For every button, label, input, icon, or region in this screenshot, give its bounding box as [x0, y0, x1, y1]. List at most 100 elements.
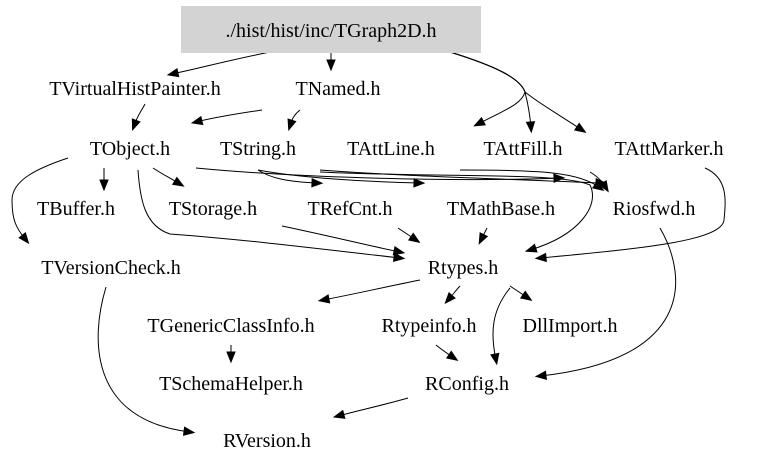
- node-tattfill[interactable]: TAttFill.h: [484, 138, 563, 160]
- edge-line: [319, 171, 593, 251]
- node-rtypes[interactable]: Rtypes.h: [428, 257, 499, 279]
- node-rtypeinfo[interactable]: Rtypeinfo.h: [382, 315, 477, 337]
- node-tversioncheck[interactable]: TVersionCheck.h: [41, 257, 180, 279]
- node-label: TStorage.h: [169, 198, 257, 220]
- node-riosfwd[interactable]: Riosfwd.h: [613, 198, 696, 220]
- node-label: ./hist/hist/inc/TGraph2D.h: [225, 20, 436, 42]
- edge-tstring-to-tmathbase: [257, 169, 426, 188]
- arrowhead: [392, 246, 406, 256]
- edge-line: [195, 167, 561, 181]
- node-label: TGenericClassInfo.h: [147, 315, 314, 337]
- edge-tnamed-to-tobject: [190, 109, 263, 126]
- node-label: TMathBase.h: [447, 198, 555, 220]
- edge-rtypes-to-rtypeinfo: [444, 285, 461, 305]
- edge-rtypes-to-rconfig: [490, 287, 511, 366]
- node-label: TString.h: [220, 138, 296, 160]
- arrowhead: [524, 243, 538, 253]
- node-tattline[interactable]: TAttLine.h: [347, 138, 435, 160]
- arrowhead: [407, 232, 421, 243]
- edge-line: [319, 169, 603, 184]
- edge-line: [257, 169, 319, 184]
- node-tnamed[interactable]: TNamed.h: [296, 78, 381, 100]
- arrowhead: [393, 252, 406, 262]
- edge-rtypeinfo-to-rconfig: [435, 344, 459, 361]
- arrowhead: [287, 118, 297, 132]
- arrowhead: [226, 351, 236, 364]
- node-label: TVirtualHistPainter.h: [49, 78, 221, 100]
- arrowhead: [18, 231, 30, 245]
- node-tstorage[interactable]: TStorage.h: [169, 198, 257, 220]
- edge-tstring-to-trefcnt: [257, 169, 324, 188]
- arrowhead: [598, 179, 609, 193]
- edge-line: [97, 286, 191, 433]
- arrowhead: [534, 252, 547, 263]
- node-label: TNamed.h: [296, 78, 381, 100]
- edge-line: [11, 157, 69, 241]
- edge-root-to-tnamed: [326, 52, 336, 72]
- arrowhead: [525, 121, 536, 134]
- node-label: TAttMarker.h: [615, 138, 724, 160]
- edge-line: [322, 279, 421, 301]
- node-tmathbase[interactable]: TMathBase.h: [447, 198, 555, 220]
- edge-line: [449, 51, 532, 129]
- edge-line: [459, 169, 601, 189]
- node-dllimport[interactable]: DllImport.h: [523, 315, 618, 337]
- arrowhead: [490, 352, 500, 366]
- arrowhead: [413, 178, 426, 188]
- edge-tstring-to-rtypes: [319, 171, 593, 253]
- node-label: Rtypeinfo.h: [382, 315, 477, 337]
- edge-line: [539, 227, 677, 377]
- arrowhead: [573, 122, 587, 133]
- node-label: TObject.h: [90, 138, 170, 160]
- node-tgenericclassinfo[interactable]: TGenericClassInfo.h: [147, 315, 314, 337]
- edge-root-to-tattline: [449, 51, 526, 127]
- edge-rtypes-to-dllimport: [509, 285, 533, 301]
- edge-line: [492, 287, 511, 361]
- edge-line: [449, 51, 583, 131]
- arrowhead: [131, 118, 141, 132]
- node-tbuffer[interactable]: TBuffer.h: [37, 198, 115, 220]
- arrowhead: [445, 350, 459, 361]
- edge-line: [195, 109, 263, 123]
- node-root[interactable]: ./hist/hist/inc/TGraph2D.h: [181, 6, 481, 53]
- nodes-layer: ./hist/hist/inc/TGraph2D.hTVirtualHistPa…: [37, 6, 723, 452]
- edge-line: [137, 169, 401, 259]
- edge-tnamed-to-tstring: [287, 109, 301, 132]
- node-label: Riosfwd.h: [613, 198, 696, 220]
- edge-tobject-to-tbuffer: [99, 168, 109, 192]
- edge-line: [281, 225, 401, 253]
- node-label: TAttLine.h: [347, 138, 435, 160]
- arrowhead: [182, 426, 196, 436]
- node-tobject[interactable]: TObject.h: [90, 138, 170, 160]
- node-tschemahelper[interactable]: TSchemaHelper.h: [159, 373, 303, 395]
- arrowhead: [332, 409, 346, 419]
- node-tstring[interactable]: TString.h: [220, 138, 296, 160]
- node-label: DllImport.h: [523, 315, 618, 337]
- edge-tattfill-to-rtypes: [589, 171, 609, 193]
- node-trefcnt[interactable]: TRefCnt.h: [308, 198, 393, 220]
- edge-tvhp-to-tobject: [131, 103, 146, 132]
- arrowhead: [534, 370, 547, 380]
- node-label: TVersionCheck.h: [41, 257, 180, 279]
- node-label: TSchemaHelper.h: [159, 373, 303, 395]
- edge-tstorage-to-rtypes: [281, 225, 406, 256]
- edge-tobject-to-tstorage: [152, 167, 185, 187]
- arrowhead: [444, 291, 456, 305]
- node-rversion[interactable]: RVersion.h: [223, 430, 311, 452]
- edge-root-to-tattmarker: [449, 51, 587, 133]
- edge-line: [171, 51, 271, 75]
- node-rconfig[interactable]: RConfig.h: [425, 373, 509, 395]
- edge-tobject-to-rtypes: [137, 169, 406, 262]
- node-tvhp[interactable]: TVirtualHistPainter.h: [49, 78, 221, 100]
- node-label: TBuffer.h: [37, 198, 115, 220]
- arrowhead: [478, 232, 489, 245]
- edge-tgenericclassinfo-to-tschemahelper: [226, 345, 236, 364]
- edges-layer: [11, 51, 726, 436]
- edge-line: [449, 51, 526, 125]
- root-node-box: [181, 6, 481, 53]
- node-tattmarker[interactable]: TAttMarker.h: [615, 138, 724, 160]
- edge-rconfig-to-rversion: [332, 397, 409, 419]
- arrowhead: [473, 116, 486, 127]
- node-label: RConfig.h: [425, 373, 509, 395]
- arrowhead: [99, 179, 109, 192]
